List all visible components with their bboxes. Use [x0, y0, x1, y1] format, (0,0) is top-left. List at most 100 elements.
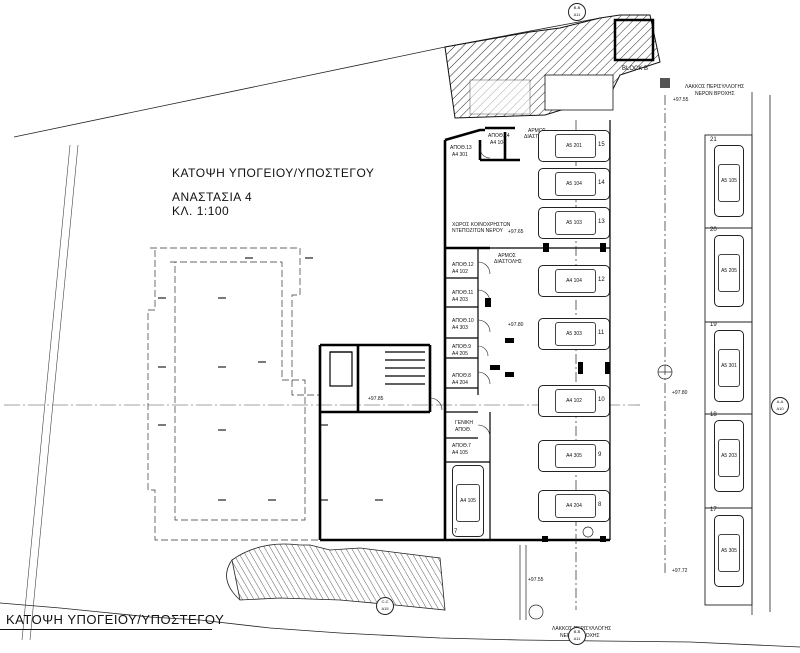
storage-name: ΑΠΟΘ.10 — [452, 318, 474, 324]
car-windshield — [456, 484, 480, 522]
parked-car: Α4 204 — [538, 490, 610, 522]
storage-name: ΑΠΟΘ.8 — [452, 373, 471, 379]
armos-top-2: ΔΙΑΣΤΟΛΗΣ — [524, 134, 552, 140]
parked-car: Α5 203 — [714, 420, 744, 492]
section-ref: A15 — [381, 606, 389, 611]
armos-top-1: ΑΡΜΟΣ — [528, 128, 546, 134]
storage-name: ΑΠΟΘ.13 — [450, 145, 472, 151]
section-ref: A11 — [573, 636, 581, 641]
car-windshield — [718, 254, 740, 292]
parking-number: 17 — [710, 507, 717, 513]
parking-number: 13 — [598, 219, 605, 225]
level-3: +97.80 — [508, 322, 524, 328]
section-ref: A10 — [776, 406, 784, 411]
parking-number: 15 — [598, 142, 605, 148]
car-code: Α5 303 — [566, 331, 582, 337]
car-code: Α4 105 — [460, 498, 476, 504]
car-windshield — [718, 349, 740, 387]
parking-number: 21 — [710, 137, 717, 143]
car-code: Α4 102 — [566, 398, 582, 404]
car-code: Α5 305 — [721, 548, 737, 554]
lakkos-top-2: ΝΕΡΩΝ ΒΡΟΧΗΣ — [695, 91, 735, 97]
car-windshield — [554, 134, 597, 158]
level-5: +97.80 — [672, 390, 688, 396]
level-2: +97.65 — [508, 229, 524, 235]
parked-car: Α5 104 — [538, 168, 610, 200]
armos-mid-1: ΑΡΜΟΣ — [498, 253, 516, 259]
section-marker: B-B A11 — [568, 3, 586, 21]
parking-number: 12 — [598, 277, 605, 283]
bottom-title-underline — [0, 629, 212, 630]
level-7: +97.55 — [528, 577, 544, 583]
structural-column-lines — [4, 144, 640, 641]
storage-code: Α4 204 — [452, 380, 468, 386]
general-storage-1: ΓΕΝΙΚΗ — [455, 420, 474, 426]
parked-car: Α5 305 — [714, 515, 744, 587]
upper-floor-outline — [147, 247, 321, 541]
storage-code: Α4 102 — [452, 269, 468, 275]
water-tank-room-1: ΧΩΡΟΣ ΚΟΙΝΟΧΡΗΣΤΩΝ — [452, 222, 511, 228]
parked-car: Α4 105 — [452, 465, 484, 537]
parking-number: 11 — [598, 330, 605, 336]
ramp-hatched — [226, 543, 446, 611]
storage-code: Α4 203 — [452, 297, 468, 303]
parking-number: 19 — [710, 322, 717, 328]
section-label: C-C — [381, 599, 389, 604]
storage-name: ΑΠΟΘ.7 — [452, 443, 471, 449]
block-label: BLOCK B — [622, 66, 649, 72]
lakkos-top-1: ΛΑΚΚΟΣ ΠΕΡΙΣΥΛΛΟΓΗΣ — [685, 84, 745, 90]
car-code: Α4 104 — [566, 278, 582, 284]
right-axis — [519, 95, 673, 620]
parked-car: Α5 205 — [714, 235, 744, 307]
hatched-block-b — [444, 14, 670, 119]
general-storage-2: ΑΠΟΘ. — [455, 427, 472, 433]
parking-number: 14 — [598, 180, 605, 186]
car-windshield — [554, 494, 597, 518]
section-label: B-B — [573, 629, 581, 634]
car-code: Α5 104 — [566, 181, 582, 187]
column-marks — [158, 257, 383, 501]
armos-mid-2: ΔΙΑΣΤΟΛΗΣ — [494, 259, 522, 265]
storage-name: ΑΠΟΘ.14 — [488, 133, 510, 139]
car-code: Α4 305 — [566, 453, 582, 459]
car-windshield — [554, 172, 597, 196]
section-ref: A11 — [573, 12, 581, 17]
plan-scale: ΚΛ. 1:100 — [172, 204, 230, 218]
car-code: Α5 201 — [566, 143, 582, 149]
parking-number: 20 — [710, 227, 717, 233]
car-windshield — [554, 269, 597, 293]
car-windshield — [554, 389, 597, 413]
section-label: A-A — [776, 399, 784, 404]
car-code: Α5 203 — [721, 453, 737, 459]
plan-title: ΚΑΤΟΨΗ ΥΠΟΓΕΙΟΥ/ΥΠΟΣΤΕΓΟΥ — [172, 166, 375, 180]
car-windshield — [554, 444, 597, 468]
storage-code: Α4 104 — [490, 140, 506, 146]
parked-car: Α5 201 — [538, 130, 610, 162]
parking-number: 8 — [598, 502, 602, 508]
storage-code: Α4 105 — [452, 450, 468, 456]
level-1: +97.55 — [673, 97, 689, 103]
car-code: Α4 204 — [566, 503, 582, 509]
storage-name: ΑΠΟΘ.12 — [452, 262, 474, 268]
parked-car: Α5 303 — [538, 318, 610, 350]
parked-car: Α5 301 — [714, 330, 744, 402]
section-label: B-B — [573, 5, 581, 10]
level-4: +97.85 — [368, 396, 384, 402]
basement-walls — [318, 126, 610, 542]
car-windshield — [718, 439, 740, 477]
level-6: +97.72 — [672, 568, 688, 574]
car-windshield — [718, 534, 740, 572]
parking-number: 9 — [598, 452, 602, 458]
right-parking-strip — [704, 134, 753, 606]
storage-name: ΑΠΟΘ.11 — [452, 290, 474, 296]
car-windshield — [554, 322, 597, 346]
parking-number: 7 — [454, 529, 458, 535]
section-marker: C-C A15 — [376, 597, 394, 615]
car-code: Α5 301 — [721, 363, 737, 369]
water-tank-room-2: ΝΤΕΠΟΖΙΤΩΝ ΝΕΡΟΥ — [452, 228, 503, 234]
plan-subtitle: ΑΝΑΣΤΑΣΙΑ 4 — [172, 190, 253, 204]
car-windshield — [718, 164, 740, 202]
parking-number: 18 — [710, 412, 717, 418]
storage-name: ΑΠΟΘ.9 — [452, 344, 471, 350]
